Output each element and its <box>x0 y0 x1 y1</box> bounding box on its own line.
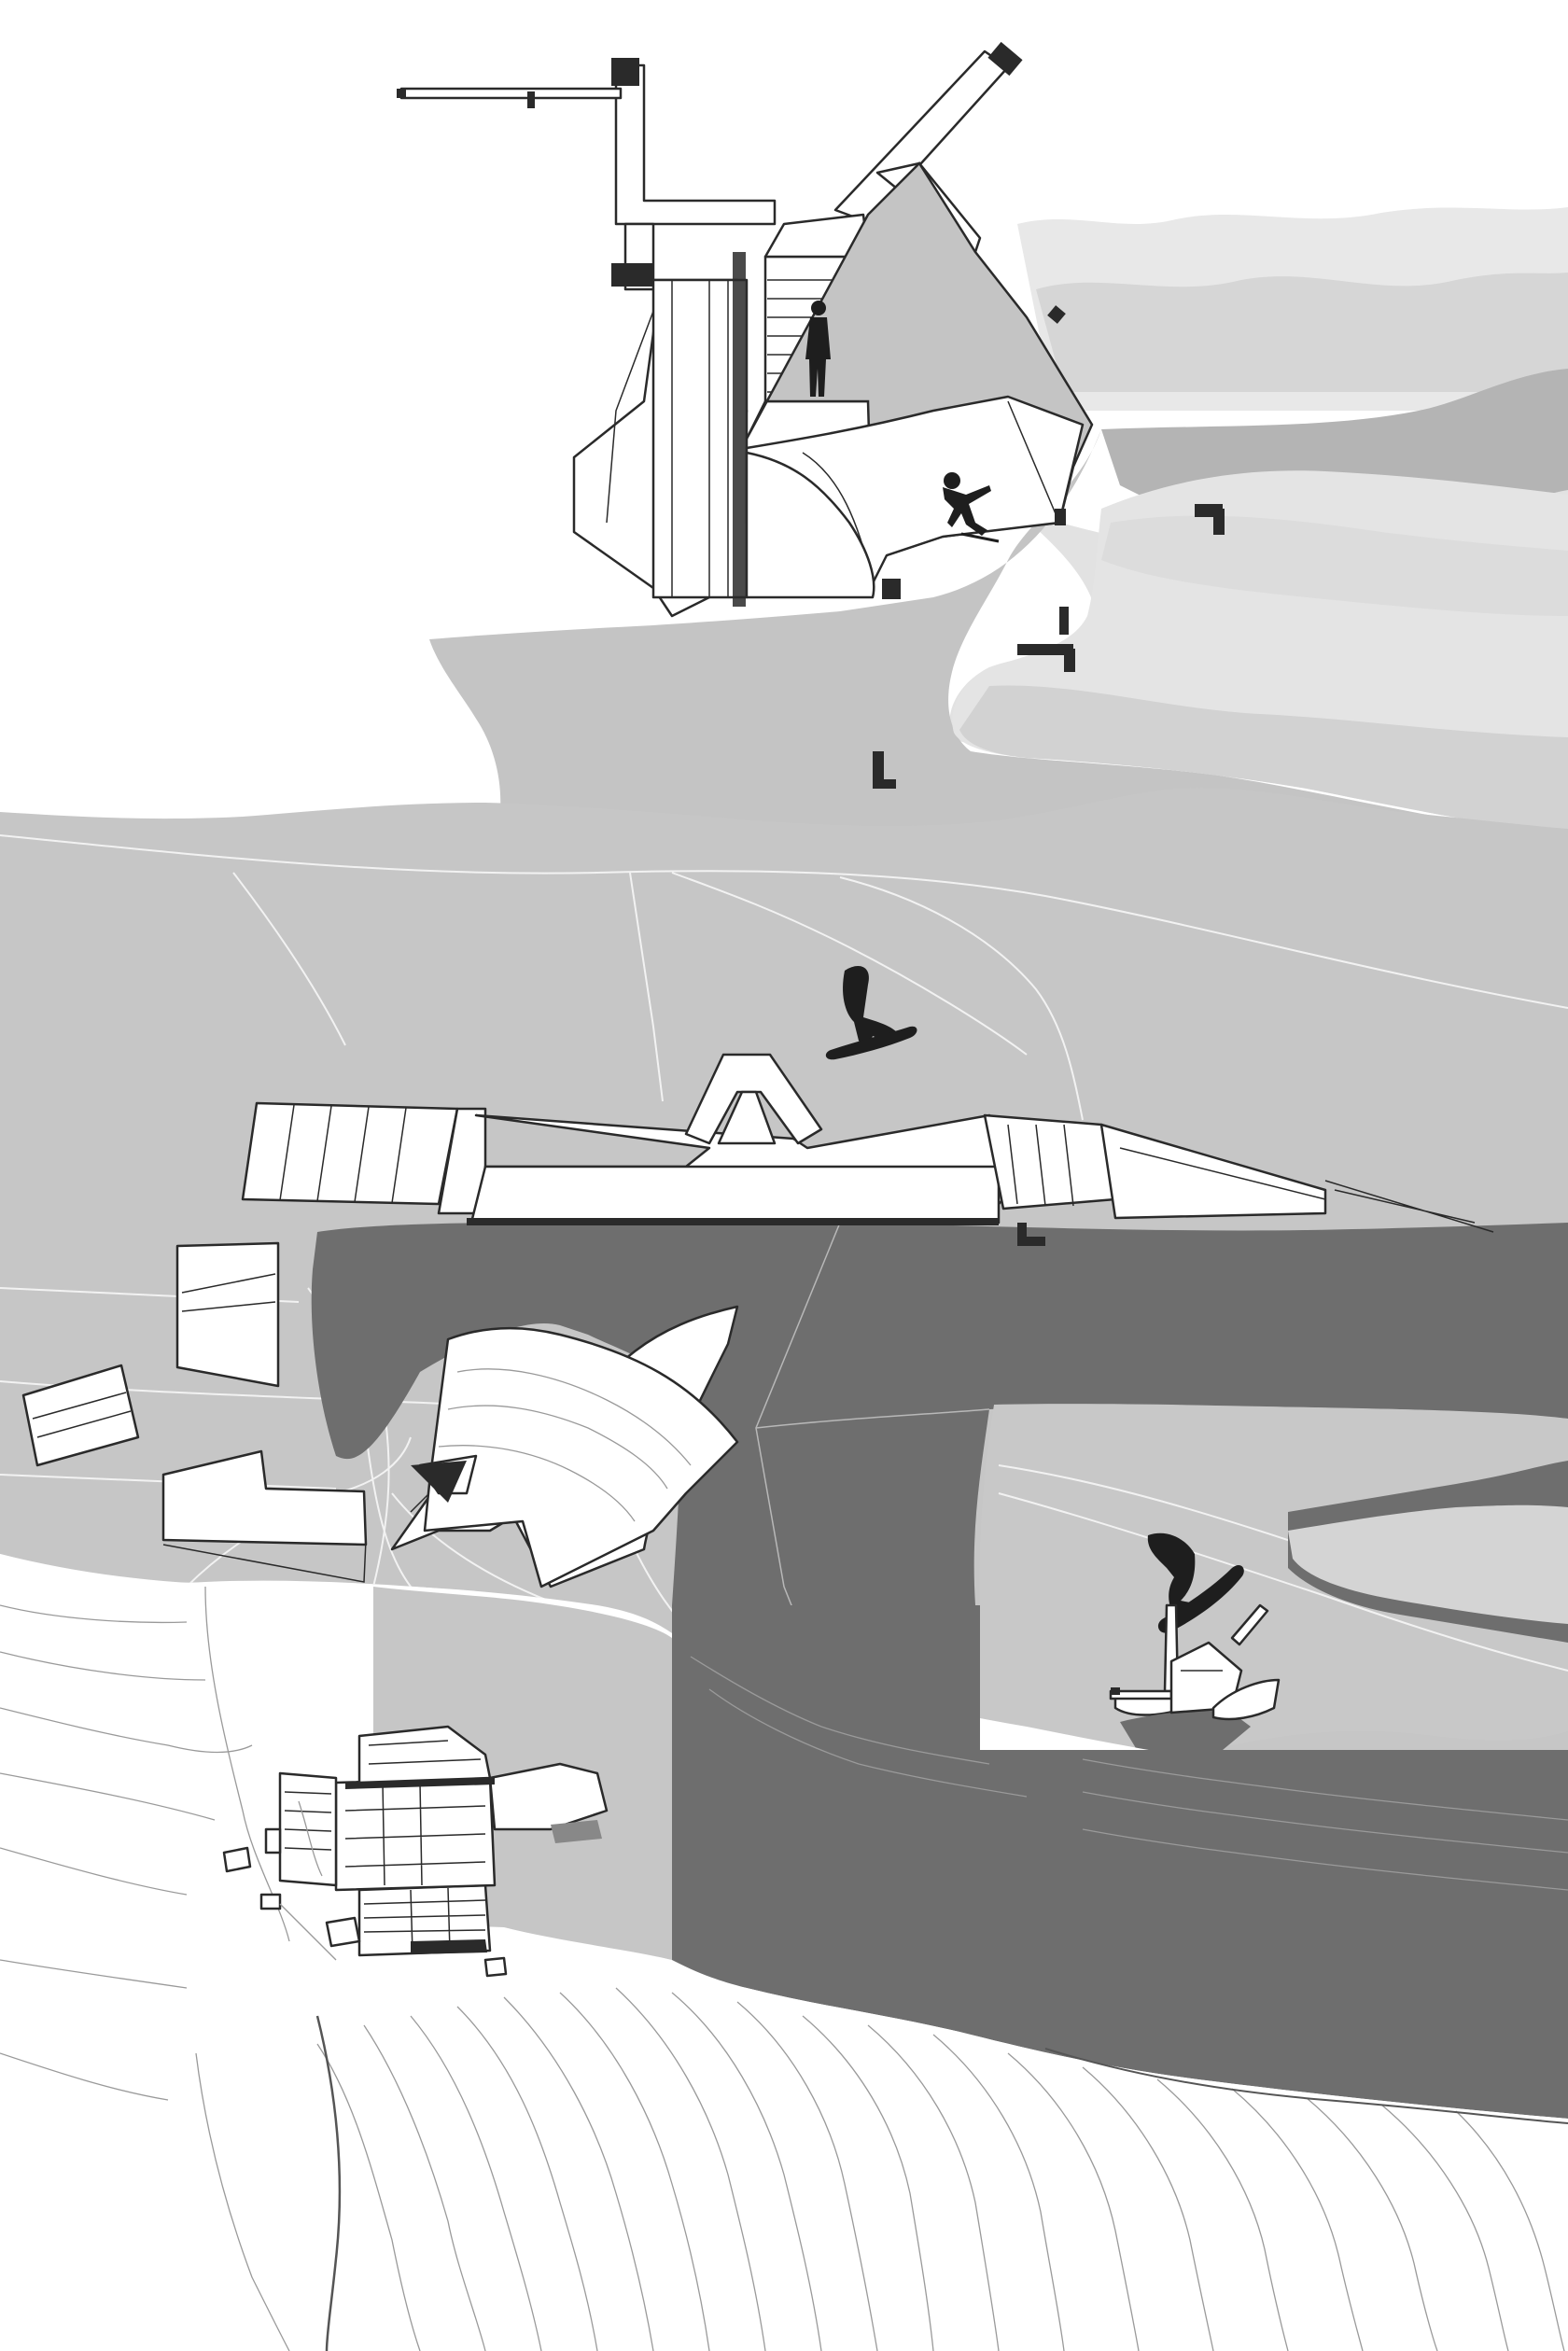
skier-icon <box>943 472 1000 543</box>
fog-pocket-band <box>959 685 1568 835</box>
fog-band-mid <box>1036 273 1568 392</box>
fog-pocket-band-2 <box>1101 515 1568 616</box>
base-station-plan <box>222 1725 609 1978</box>
dark-slope-overlay <box>672 1605 1568 2119</box>
ridge-line <box>315 2015 342 2351</box>
snowboarder-icon <box>1147 1532 1244 1633</box>
ridge-line-2 <box>1044 2048 1568 2124</box>
contour-lines <box>0 1586 1568 2351</box>
section-detail-panel <box>397 41 1568 868</box>
topographic-map-panel <box>0 1554 1568 2351</box>
topo-white-corner <box>317 1951 1568 2351</box>
miniature-station <box>1109 1603 1281 1764</box>
snow-section-cut <box>429 429 1568 868</box>
lodge-fragments <box>21 1241 739 1588</box>
horizontal-lodge <box>241 1053 1494 1246</box>
mini-fog <box>1288 1504 1568 1624</box>
snowboarder-icon <box>825 966 917 1060</box>
standing-person-icon <box>805 301 831 397</box>
